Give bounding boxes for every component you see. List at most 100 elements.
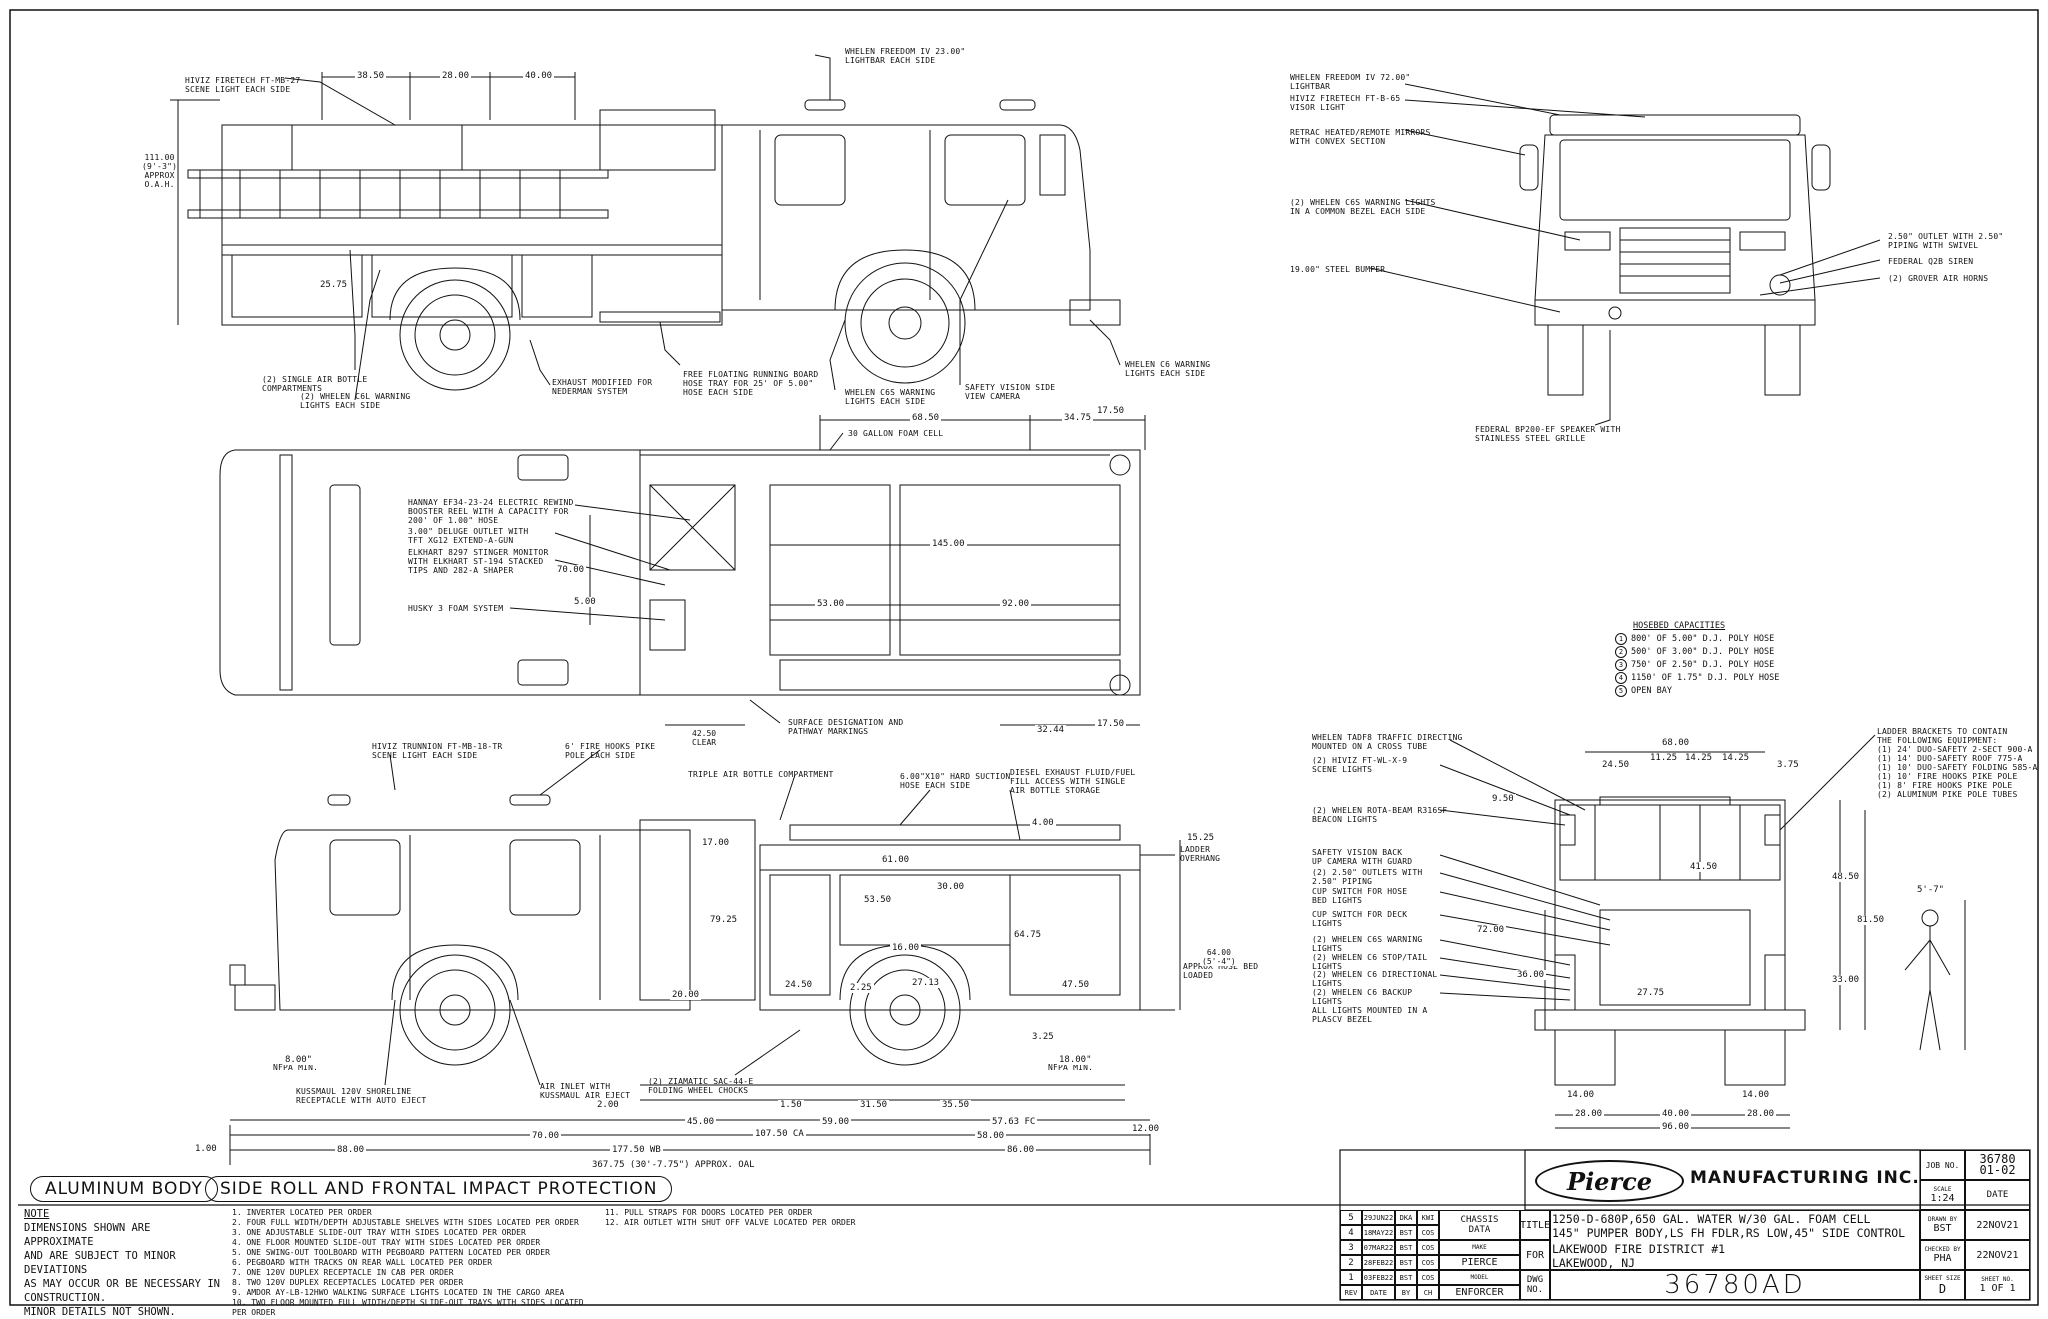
rear-c6s: (2) WHELEN C6S WARNING LIGHTS bbox=[1312, 935, 1423, 953]
side-trunnion: HIVIZ TRUNNION FT-MB-18-TR SCENE LIGHT E… bbox=[372, 742, 503, 760]
drawn-date: 22NOV21 bbox=[1965, 1210, 2030, 1240]
side-dim-30: 30.00 bbox=[935, 882, 967, 892]
side-dim-8: 8.00" bbox=[283, 1055, 315, 1065]
badge-aluminum-body: ALUMINUM BODY bbox=[30, 1176, 218, 1202]
side-view-top bbox=[170, 54, 1121, 401]
make-value: PIERCE bbox=[1439, 1255, 1520, 1270]
side-dim-177-50: 177.50 WB bbox=[610, 1145, 663, 1155]
side-air-inlet: AIR INLET WITH KUSSMAUL AIR EJECT bbox=[540, 1082, 631, 1100]
rev-date: 18MAY22 bbox=[1362, 1225, 1395, 1240]
side-dim-86: 86.00 bbox=[1005, 1145, 1037, 1155]
dim-38-50: 38.50 bbox=[355, 71, 387, 81]
rev-cell: 4 bbox=[1340, 1225, 1362, 1240]
plan-dim-5: 5.00 bbox=[572, 597, 598, 607]
side-triple-air: TRIPLE AIR BOTTLE COMPARTMENT bbox=[688, 770, 834, 779]
scale-value: 1:24 bbox=[1930, 1193, 1955, 1204]
plan-dim-145: 145.00 bbox=[930, 539, 967, 549]
callout-running-board: FREE FLOATING RUNNING BOARD HOSE TRAY FO… bbox=[683, 370, 819, 397]
rear-beacon: (2) WHELEN ROTA-BEAM R316SF BEACON LIGHT… bbox=[1312, 806, 1448, 824]
rear-dim-33: 33.00 bbox=[1830, 975, 1862, 985]
rev-date: 03FEB22 bbox=[1362, 1270, 1395, 1285]
rev-date: 29JUN22 bbox=[1362, 1210, 1395, 1225]
side-nfpa-rear: NFPA MIN. bbox=[1048, 1063, 1094, 1072]
side-dim-3-25: 3.25 bbox=[1030, 1032, 1056, 1042]
rev-cell: 1 bbox=[1340, 1270, 1362, 1285]
front-view bbox=[1369, 83, 1881, 426]
rear-dim-41-50: 41.50 bbox=[1688, 862, 1720, 872]
side-ladder-overhang: LADDER OVERHANG bbox=[1180, 845, 1221, 863]
side-dim-45: 45.00 bbox=[685, 1117, 717, 1127]
note-text: DIMENSIONS SHOWN ARE APPROXIMATE AND ARE… bbox=[24, 1222, 220, 1318]
title-line-1: 1250-D-680P,650 GAL. WATER W/30 GAL. FOA… bbox=[1552, 1212, 1871, 1226]
side-dim-61: 61.00 bbox=[880, 855, 912, 865]
plan-deluge: 3.00" DELUGE OUTLET WITH TFT XG12 EXTEND… bbox=[408, 527, 529, 545]
rear-dim-40: 40.00 bbox=[1660, 1109, 1692, 1119]
company-name: MANUFACTURING INC. bbox=[1690, 1168, 1920, 1188]
job-number: 36780 01-02 bbox=[1965, 1150, 2030, 1180]
plan-foam-cell: 30 GALLON FOAM CELL bbox=[848, 429, 944, 438]
front-speaker: FEDERAL BP200-EF SPEAKER WITH STAINLESS … bbox=[1475, 425, 1621, 443]
rear-dim-68: 68.00 bbox=[1660, 738, 1692, 748]
side-dim-31-50: 31.50 bbox=[858, 1100, 890, 1110]
note-block: NOTE DIMENSIONS SHOWN ARE APPROXIMATE AN… bbox=[24, 1207, 224, 1319]
callout-exhaust: EXHAUST MODIFIED FOR NEDERMAN SYSTEM bbox=[552, 378, 653, 396]
side-dim-18: 18.00" bbox=[1057, 1055, 1094, 1065]
plan-surface: SURFACE DESIGNATION AND PATHWAY MARKINGS bbox=[788, 718, 904, 736]
scale-label: SCALE bbox=[1933, 1186, 1952, 1193]
side-dim-1: 1.00 bbox=[193, 1144, 219, 1154]
side-pike-pole: 6' FIRE HOOKS PIKE POLE EACH SIDE bbox=[565, 742, 656, 760]
rev-by: DKA bbox=[1395, 1210, 1417, 1225]
plan-dim-34-75: 34.75 bbox=[1062, 413, 1094, 423]
side-dim-88: 88.00 bbox=[335, 1145, 367, 1155]
sheet-border bbox=[9, 9, 2039, 1306]
drawn-cell: DRAWN BY BST bbox=[1920, 1210, 1965, 1240]
side-dim-107-50: 107.50 CA bbox=[753, 1129, 806, 1139]
side-dim-24-50: 24.50 bbox=[783, 980, 815, 990]
side-dim-4: 4.00 bbox=[1030, 818, 1056, 828]
side-dim-53-50: 53.50 bbox=[862, 895, 894, 905]
rear-dim-48-50: 48.50 bbox=[1830, 872, 1862, 882]
callout-c6s: WHELEN C6S WARNING LIGHTS EACH SIDE bbox=[845, 388, 936, 406]
plan-dim-42-50: 42.50 CLEAR bbox=[690, 729, 719, 747]
checked-cell: CHECKED BY PHA bbox=[1920, 1240, 1965, 1270]
rear-dim-81-50: 81.50 bbox=[1855, 915, 1887, 925]
front-lightbar: WHELEN FREEDOM IV 72.00" LIGHTBAR bbox=[1290, 73, 1411, 91]
side-dim-70: 70.00 bbox=[530, 1131, 562, 1141]
rear-dim-36: 36.00 bbox=[1515, 970, 1547, 980]
rear-camera: SAFETY VISION BACK UP CAMERA WITH GUARD bbox=[1312, 848, 1413, 866]
sheet-label: SHEET NO. bbox=[1981, 1276, 2014, 1283]
front-visor-light: HIVIZ FIRETECH FT-B-65 VISOR LIGHT bbox=[1290, 94, 1401, 112]
side-dim-59: 59.00 bbox=[820, 1117, 852, 1127]
make-label: MAKE bbox=[1439, 1240, 1520, 1255]
side-dim-58: 58.00 bbox=[975, 1131, 1007, 1141]
for-label: FOR bbox=[1520, 1240, 1550, 1270]
front-bumper: 19.00" STEEL BUMPER bbox=[1290, 265, 1386, 274]
side-dim-2: 2.00 bbox=[595, 1100, 621, 1110]
job-label: JOB NO. bbox=[1920, 1150, 1965, 1180]
side-dim-oal: 367.75 (30'-7.75") APPROX. OAL bbox=[590, 1160, 757, 1170]
rev-cell: 2 bbox=[1340, 1255, 1362, 1270]
plan-dim-32-44: 32.44 bbox=[1035, 725, 1067, 735]
side-hard-suction: 6.00"X10" HARD SUCTION HOSE EACH SIDE bbox=[900, 772, 1011, 790]
side-dim-20: 20.00 bbox=[670, 990, 702, 1000]
dim-40-00: 40.00 bbox=[523, 71, 555, 81]
side-dim-57-63: 57.63 FC bbox=[990, 1117, 1038, 1127]
rev-header-by: BY bbox=[1395, 1285, 1417, 1300]
note-title: NOTE bbox=[24, 1208, 50, 1220]
title-label: TITLE bbox=[1520, 1210, 1550, 1240]
side-dim-1-50: 1.50 bbox=[778, 1100, 804, 1110]
rear-traffic: WHELEN TADF8 TRAFFIC DIRECTING MOUNTED O… bbox=[1312, 733, 1463, 751]
rear-dim-24-50: 24.50 bbox=[1600, 760, 1632, 770]
plan-booster-reel: HANNAY EF34-23-24 ELECTRIC REWIND BOOSTE… bbox=[408, 498, 574, 525]
front-horns: (2) GROVER AIR HORNS bbox=[1888, 274, 1989, 283]
dim-28-00: 28.00 bbox=[440, 71, 472, 81]
for-text: LAKEWOOD FIRE DISTRICT #1 LAKEWOOD, NJ bbox=[1552, 1242, 1725, 1270]
rear-dim-27-75: 27.75 bbox=[1635, 988, 1667, 998]
side-dim-79-25: 79.25 bbox=[708, 915, 740, 925]
rev-by: BST bbox=[1395, 1255, 1417, 1270]
rev-ch: COS bbox=[1417, 1255, 1439, 1270]
rev-ch: KWI bbox=[1417, 1210, 1439, 1225]
